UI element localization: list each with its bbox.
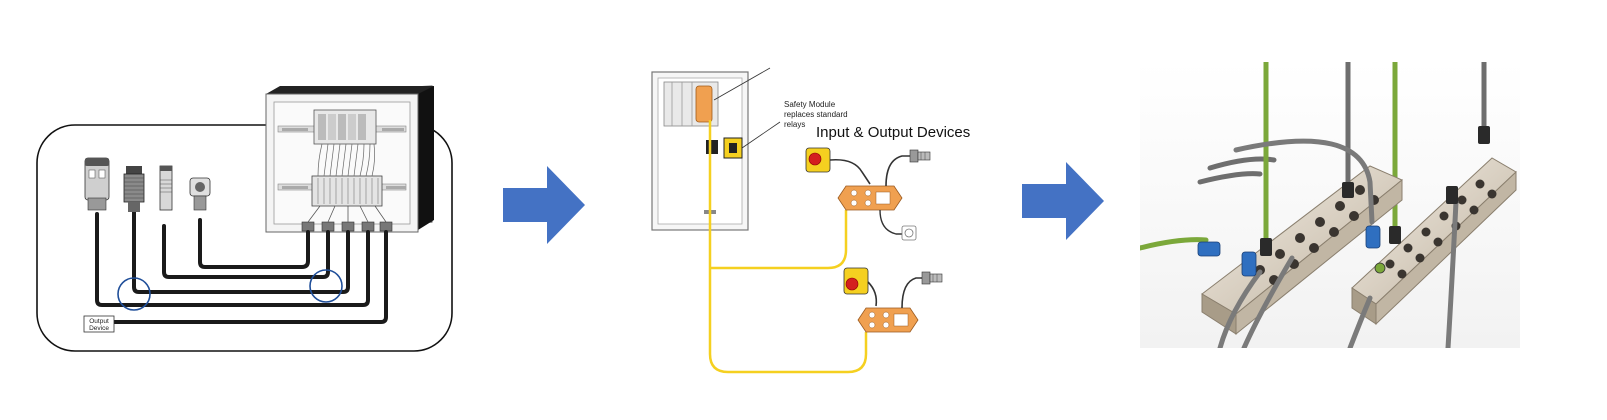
field-cables (95, 210, 388, 324)
io-group-upper (805, 147, 931, 241)
highlight-circle-left (117, 277, 151, 311)
inductive-proximity-sensor (123, 166, 145, 212)
photoelectric-sensor (189, 177, 211, 211)
blue-connectors (1197, 225, 1381, 277)
limit-switch-sensor (84, 157, 110, 211)
dark-connectors (1260, 126, 1490, 256)
cylindrical-sensor (159, 165, 173, 211)
io-group-lower (843, 267, 943, 333)
safety-module-diagram: Safety Module replaces standard relays I… (651, 67, 970, 374)
safety-bus-cable (708, 120, 868, 374)
distributed-io-illustration (1140, 62, 1520, 348)
output-device-box: Output Device (83, 315, 115, 333)
io-devices-heading: Input & Output Devices (816, 124, 970, 141)
io-module-upper (837, 185, 903, 211)
traditional-wiring-panel: Output Device (30, 80, 460, 360)
right-arrow-icon (1022, 162, 1106, 240)
sensor-connector-lower (921, 271, 931, 285)
control-cabinet (265, 85, 434, 233)
indicator-light (901, 225, 917, 241)
relay-block (706, 140, 718, 154)
traditional-wiring-diagram: Output Device (36, 85, 453, 352)
output-device-label-line1: Output (89, 318, 109, 325)
safety-module (695, 85, 713, 123)
safety-module-panel: Safety Module replaces standard relays I… (640, 60, 980, 380)
safety-cabinet (651, 67, 781, 231)
distributed-io-photo (1140, 62, 1520, 348)
io-block-module-left (1201, 165, 1403, 336)
safety-module-caption-line1: Safety Module (784, 100, 836, 109)
safety-module-caption-line3: relays (784, 120, 805, 129)
io-module-lower (857, 307, 919, 333)
safety-module-caption-line2: replaces standard (784, 110, 848, 119)
wiring-frame (36, 124, 453, 352)
right-arrow-icon (503, 166, 587, 244)
sensor-connector-upper (909, 149, 919, 163)
terminal-block (311, 175, 383, 207)
output-device-label-line2: Device (89, 325, 109, 332)
highlight-circle-right (309, 269, 343, 303)
